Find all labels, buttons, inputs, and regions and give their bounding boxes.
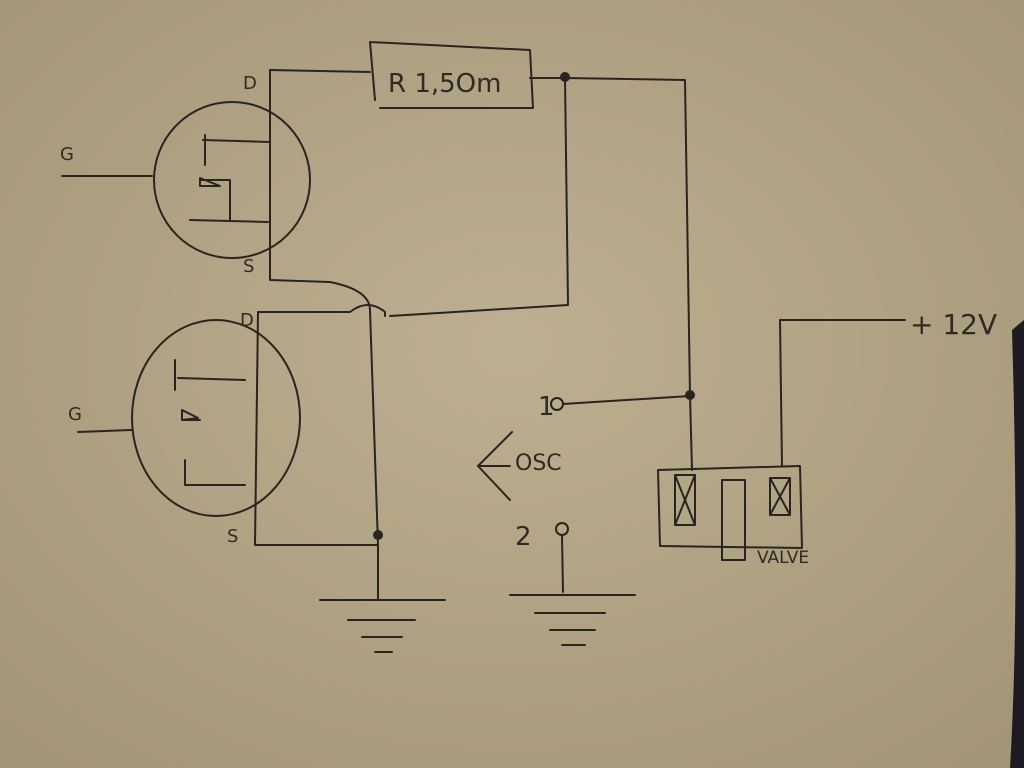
top-gate-label: G: [60, 144, 74, 165]
mosfet-top: [61, 69, 371, 283]
top-source-label: S: [243, 256, 254, 277]
junction-dot: [685, 390, 695, 400]
resistor: [369, 41, 566, 109]
osc-label: OSC: [515, 451, 562, 476]
osc-terminal-2-label: 2: [515, 522, 532, 552]
ground-symbol-left: [319, 599, 446, 653]
bottom-gate-label: G: [68, 404, 82, 425]
resistor-output-wire: [389, 77, 693, 471]
osc-wire-1: [562, 395, 691, 405]
valve-label: VALVE: [757, 548, 809, 568]
top-drain-label: D: [243, 73, 257, 94]
mosfet-bottom: [77, 304, 386, 546]
resistor-label: R 1,5Om: [388, 69, 501, 99]
supply-label: + 12V: [910, 308, 997, 341]
bottom-drain-label: D: [240, 310, 254, 331]
valve: [657, 319, 906, 561]
osc-wire-2: [561, 534, 564, 593]
junction-dot: [373, 530, 383, 540]
table-edge: [1010, 320, 1024, 768]
osc-brace: [477, 431, 513, 501]
bottom-source-label: S: [227, 526, 238, 547]
ground-symbol-right: [509, 594, 636, 646]
osc-terminal-1-label: 1: [538, 392, 555, 422]
source-to-ground-wire: [329, 281, 379, 601]
